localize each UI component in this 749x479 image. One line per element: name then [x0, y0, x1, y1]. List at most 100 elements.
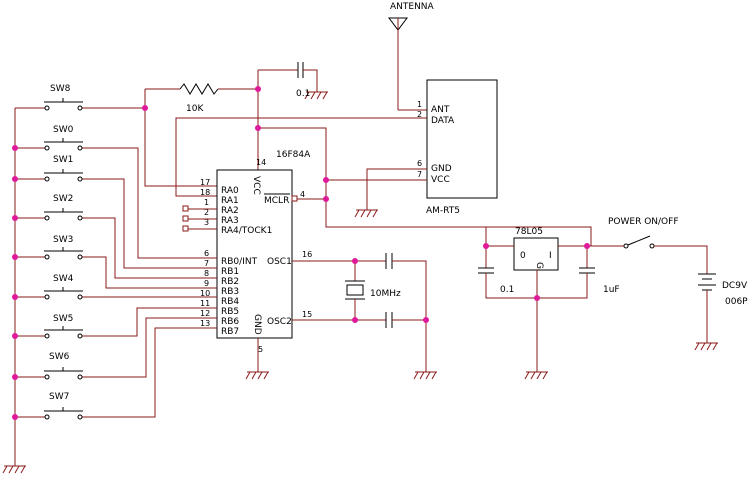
mcu-pin-num: 3	[204, 218, 209, 227]
regulator-pin-out: 0	[520, 251, 526, 261]
antenna: ANTENNA	[388, 2, 435, 111]
switch-label: SW2	[53, 194, 73, 204]
switch-label: SW5	[53, 314, 73, 324]
rf-pin-label-data: DATA	[431, 116, 455, 126]
mcu-pin-label: RA3	[221, 216, 239, 226]
switch-sw7[interactable]: SW7	[15, 392, 83, 420]
mcu-osc1-pin: 16	[302, 250, 312, 259]
regulator-78l05: 78L05 0 I G	[513, 227, 559, 271]
battery-sublabel: 006P	[725, 297, 748, 307]
cap-reg-in-label: 0.1	[500, 285, 514, 295]
mcu-gnd-pin: 5	[258, 345, 263, 354]
mcu-pin-num: 1	[204, 198, 209, 207]
switch-label: SW3	[53, 235, 73, 245]
mcu-pin-label: RB0/INT	[221, 257, 258, 267]
power-switch[interactable]: POWER ON/OFF	[608, 217, 679, 249]
osc1-capacitor	[385, 253, 393, 269]
mcu-osc2-pin: 15	[302, 310, 312, 319]
rf-pin-label-vcc: VCC	[431, 175, 450, 185]
pic-16f84a: 16F84A 14 VCC GND 5 MCLR 4 OSC1 OSC2 16 …	[216, 150, 326, 354]
cap-top-label: 0.1	[296, 89, 310, 99]
switch-label: SW0	[53, 125, 74, 135]
power-switch-label: POWER ON/OFF	[608, 217, 679, 227]
mcu-pin-num: 12	[200, 309, 210, 318]
crystal-label: 10MHz	[370, 289, 401, 299]
mcu-vcc-label: VCC	[251, 176, 261, 195]
mcu-pin-num: 11	[200, 299, 210, 308]
mcu-pin-label: RA0	[221, 186, 239, 196]
ground-symbol	[524, 371, 548, 380]
mcu-pin-num: 10	[200, 289, 210, 298]
switch-label: SW7	[49, 392, 69, 402]
mcu-pin-label: RB5	[221, 307, 239, 317]
resistor-10k	[179, 83, 219, 95]
switch-sw6[interactable]: SW6	[15, 352, 83, 380]
switch-sw1[interactable]: SW1	[15, 155, 83, 182]
antenna-label: ANTENNA	[390, 2, 435, 12]
capacitor-reg-in	[478, 267, 494, 274]
mcu-pin-num: 9	[204, 279, 209, 288]
mcu-pin-num: 6	[204, 249, 209, 258]
mcu-osc1-label: OSC1	[267, 257, 292, 267]
crystal-10mhz: 10MHz	[345, 261, 401, 320]
ground-symbol	[694, 342, 718, 351]
cap-reg-out-label: 1uF	[603, 285, 620, 295]
mcu-pin-num: 17	[200, 178, 210, 187]
mcu-pin-num: 2	[204, 208, 209, 217]
mcu-pin-label: RA4/TOCK1	[221, 226, 272, 236]
mcu-pin-num: 7	[204, 259, 209, 268]
mcu-pin-num: 13	[200, 319, 210, 328]
mcu-pin-label: RA2	[221, 206, 239, 216]
rf-pin-num-vcc: 7	[417, 170, 422, 179]
osc2-capacitor	[385, 312, 393, 328]
mcu-osc2-label: OSC2	[267, 317, 292, 327]
regulator-pin-gnd: G	[534, 262, 544, 269]
switch-sw5[interactable]: SW5	[15, 314, 83, 339]
switch-label: SW1	[53, 155, 73, 165]
mcu-pin-num: 8	[204, 269, 209, 278]
switch-sw8[interactable]: SW8	[15, 84, 83, 111]
mcu-pin-label: RB4	[221, 297, 239, 307]
mcu-gnd-label: GND	[252, 314, 262, 335]
mcu-pin-label: RB3	[221, 287, 239, 297]
mcu-pin-label: RB2	[221, 277, 239, 287]
rf-pin-label-ant: ANT	[431, 105, 450, 115]
mcu-pin-label: RB7	[221, 327, 239, 337]
mcu-pin-num: 18	[200, 188, 210, 197]
rf-pin-num-data: 2	[417, 110, 422, 119]
capacitor-top	[297, 62, 304, 78]
rf-module-name: AM-RT5	[426, 206, 460, 216]
ground-symbol	[245, 371, 269, 380]
battery-9v: DC9V 006P	[698, 273, 748, 307]
switch-sw4[interactable]: SW4	[15, 274, 83, 300]
battery-label: DC9V	[722, 281, 748, 291]
rf-pin-label-gnd: GND	[431, 164, 452, 174]
ground-symbol	[354, 209, 378, 218]
mcu-name: 16F84A	[276, 150, 311, 160]
switch-label: SW8	[50, 84, 71, 94]
rf-pin-num-ant: 1	[417, 100, 422, 109]
ground-symbol	[2, 465, 26, 474]
mcu-pin-label: RA1	[221, 196, 239, 206]
mcu-pin-label: RB6	[221, 317, 239, 327]
mcu-mclr-label: MCLR	[264, 196, 289, 206]
ground-symbol	[413, 371, 437, 380]
switch-sw3[interactable]: SW3	[15, 235, 83, 260]
switch-label: SW6	[49, 352, 70, 362]
mcu-left-pins: 17 18 1 2 3 6 7 8 9 10 11 12 13 RA0 RA1 …	[200, 178, 272, 337]
mcu-vcc-pin: 14	[256, 158, 266, 167]
regulator-pin-in: I	[549, 251, 552, 261]
capacitor-reg-out	[579, 267, 595, 274]
switch-label: SW4	[53, 274, 74, 284]
switch-sw2[interactable]: SW2	[15, 194, 83, 221]
rf-pin-num-gnd: 6	[417, 159, 422, 168]
junction-dots	[12, 86, 590, 420]
switch-sw0[interactable]: SW0	[15, 125, 83, 151]
resistor-label: 10K	[186, 104, 204, 114]
mcu-mclr-pin: 4	[300, 190, 305, 199]
regulator-name: 78L05	[515, 227, 543, 237]
ground-symbol	[304, 91, 328, 100]
mcu-pin-label: RB1	[221, 267, 239, 277]
rf-module: ANT DATA GND VCC 1 2 6 7 AM-RT5	[417, 79, 498, 216]
